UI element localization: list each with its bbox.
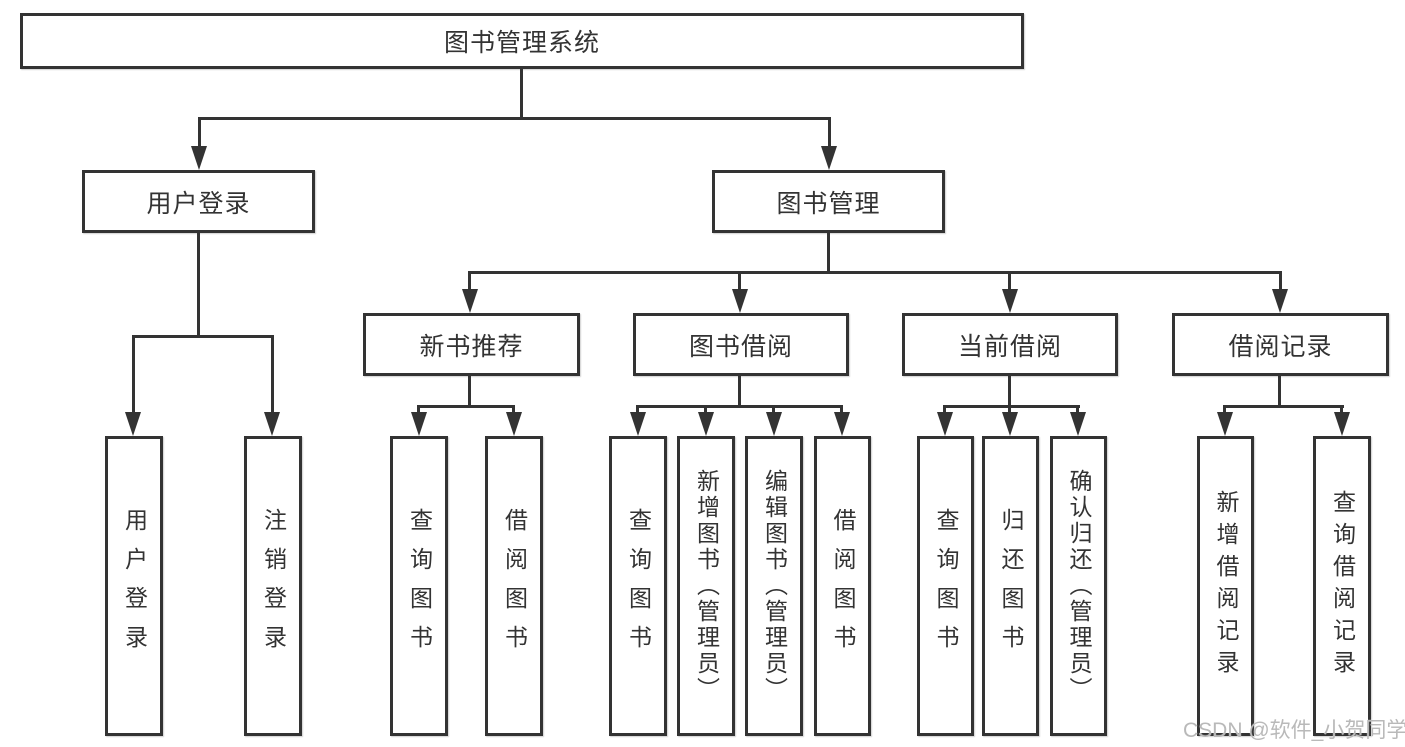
node-label: 用户登录 <box>121 508 148 664</box>
node-label: 查询借阅记录 <box>1329 490 1356 682</box>
node-label: 图书借阅 <box>688 332 793 361</box>
node-label: 编辑图书（管理员） <box>761 469 788 703</box>
node-leaf-borrow-books-borrowing: 借阅图书 <box>814 436 871 736</box>
connector-line <box>469 271 1282 274</box>
node-label: 归还图书 <box>998 508 1024 664</box>
connector-line <box>1340 405 1343 415</box>
connector-line <box>1223 405 1226 415</box>
arrow-down-icon <box>1002 412 1018 436</box>
node-label: 借阅图书 <box>830 508 856 664</box>
node-leaf-return-books: 归还图书 <box>982 436 1039 736</box>
connector-line <box>271 335 274 413</box>
connector-line <box>132 335 274 338</box>
arrow-down-icon <box>1334 412 1350 436</box>
node-label: 查询图书 <box>406 508 433 664</box>
connector-line <box>468 271 471 291</box>
connector-line <box>1008 374 1011 408</box>
node-label: 借阅图书 <box>501 508 528 664</box>
arrow-down-icon <box>191 146 207 170</box>
arrow-down-icon <box>1272 289 1288 313</box>
node-label: 查询图书 <box>625 508 652 664</box>
arrow-down-icon <box>1070 412 1086 436</box>
node-borrowing-records: 借阅记录 <box>1172 313 1389 376</box>
node-current-borrowing: 当前借阅 <box>902 313 1118 376</box>
connector-line <box>1008 271 1011 291</box>
arrow-down-icon <box>821 146 837 170</box>
connector-line <box>418 405 515 408</box>
node-label: 查询图书 <box>933 508 959 664</box>
node-leaf-add-borrow-record: 新增借阅记录 <box>1197 436 1254 736</box>
node-label: 当前借阅 <box>957 332 1062 361</box>
connector-line <box>1278 374 1281 408</box>
connector-line <box>468 374 471 408</box>
connector-line <box>520 66 523 119</box>
arrow-down-icon <box>937 412 953 436</box>
connector-line <box>1076 405 1079 415</box>
node-label: 图书管理 <box>776 189 881 218</box>
node-label: 图书管理系统 <box>443 29 600 57</box>
node-label: 新增借阅记录 <box>1213 490 1239 682</box>
arrow-down-icon <box>462 289 478 313</box>
arrow-down-icon <box>125 412 141 436</box>
node-label: 确认归还（管理员） <box>1066 469 1092 703</box>
connector-line <box>828 117 831 148</box>
connector-line <box>738 374 741 408</box>
connector-line <box>198 117 831 120</box>
node-leaf-edit-books-admin: 编辑图书（管理员） <box>745 436 803 736</box>
connector-line <box>512 405 515 415</box>
connector-line <box>840 405 843 415</box>
connector-line <box>772 405 775 415</box>
node-book-management: 图书管理 <box>712 170 945 233</box>
connector-line <box>827 231 830 273</box>
node-leaf-logout: 注销登录 <box>244 436 302 736</box>
node-leaf-add-books-admin: 新增图书（管理员） <box>677 436 735 736</box>
node-leaf-confirm-return-admin: 确认归还（管理员） <box>1050 436 1107 736</box>
node-new-book-recommendation: 新书推荐 <box>363 313 580 376</box>
arrow-down-icon <box>411 412 427 436</box>
arrow-down-icon <box>732 289 748 313</box>
connector-line <box>1008 405 1011 415</box>
node-user-login: 用户登录 <box>82 170 315 233</box>
node-leaf-user-login: 用户登录 <box>105 436 163 736</box>
arrow-down-icon <box>264 412 280 436</box>
connector-line <box>417 405 420 415</box>
arrow-down-icon <box>630 412 646 436</box>
arrow-down-icon <box>1217 412 1233 436</box>
connector-line <box>1224 405 1344 408</box>
connector-line <box>197 231 200 337</box>
arrow-down-icon <box>698 412 714 436</box>
node-library-management-system: 图书管理系统 <box>20 13 1024 69</box>
node-leaf-query-books-current: 查询图书 <box>917 436 974 736</box>
csdn-watermark: CSDN @软件_小贺同学 <box>1183 719 1405 742</box>
node-label: 新增图书（管理员） <box>693 469 720 703</box>
node-leaf-query-books-recommend: 查询图书 <box>390 436 448 736</box>
arrow-down-icon <box>1002 289 1018 313</box>
arrow-down-icon <box>506 412 522 436</box>
node-label: 注销登录 <box>260 508 287 664</box>
connector-line <box>943 405 946 415</box>
connector-line <box>738 271 741 291</box>
arrow-down-icon <box>766 412 782 436</box>
node-leaf-query-borrow-record: 查询借阅记录 <box>1313 436 1371 736</box>
node-leaf-query-books-borrowing: 查询图书 <box>609 436 667 736</box>
connector-line <box>704 405 707 415</box>
connector-line <box>944 405 1080 408</box>
connector-line <box>636 405 639 415</box>
node-label: 新书推荐 <box>419 332 524 361</box>
connector-line <box>132 335 135 413</box>
connector-line <box>1279 271 1282 291</box>
node-label: 用户登录 <box>146 189 251 218</box>
node-label: 借阅记录 <box>1228 332 1333 361</box>
node-book-borrowing: 图书借阅 <box>633 313 849 376</box>
connector-line <box>198 117 201 148</box>
connector-line <box>637 405 843 408</box>
arrow-down-icon <box>834 412 850 436</box>
node-leaf-borrow-books-recommend: 借阅图书 <box>485 436 543 736</box>
